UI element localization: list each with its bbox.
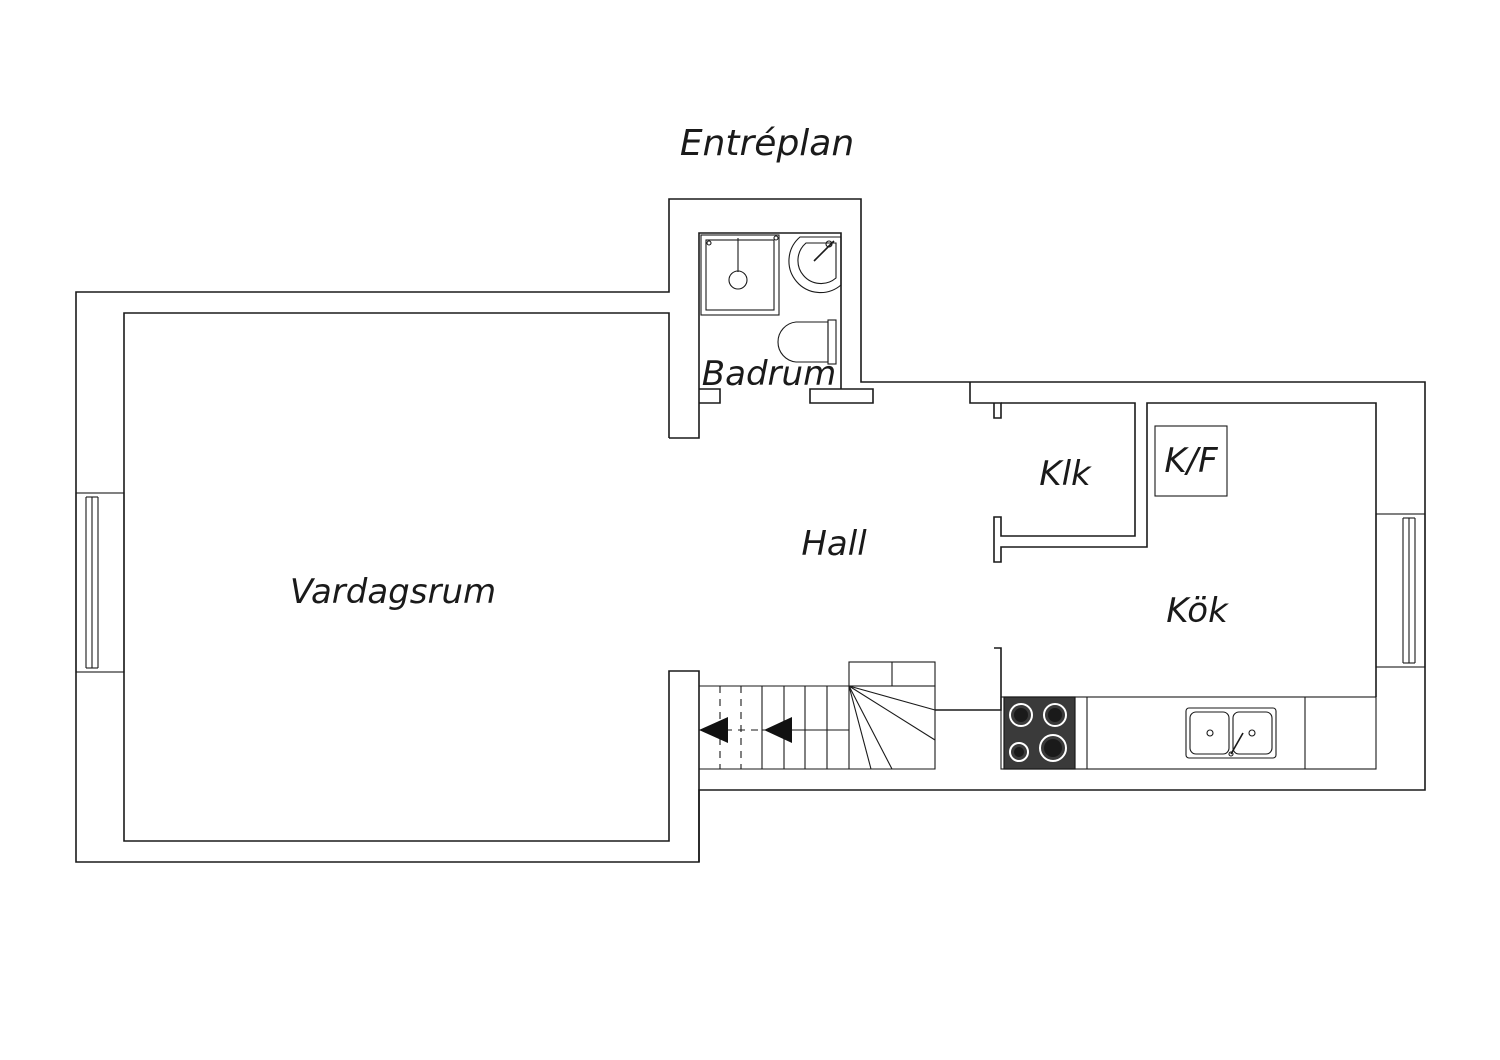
stair-arrow-icon [699,717,728,743]
hall-partitions [935,382,1377,711]
room-label-closet: Klk [1039,454,1092,494]
kitchen-window [1375,513,1426,668]
room-label-hall: Hall [801,524,867,564]
shower-icon [700,234,780,316]
room-label-living: Vardagsrum [290,572,496,612]
bathroom: Badrum [669,232,874,439]
room-label-kitchen: Kök [1166,591,1229,631]
kitchen: K/F Kök [1000,425,1426,770]
toilet-icon [777,319,837,365]
living-room-window [75,492,125,673]
living-room: Vardagsrum [75,312,700,862]
kitchen-counter [1000,696,1377,770]
outer-walls [75,198,1426,863]
plan-title: Entréplan [680,123,854,164]
room-label-fridge: K/F [1164,441,1218,481]
stove-icon [1003,696,1076,770]
sink-icon [1185,707,1277,759]
washbasin-icon [788,236,842,294]
room-label-bathroom: Badrum [702,354,836,394]
stair-arrow-icon [764,717,792,743]
fridge-freezer-icon [1154,425,1228,497]
staircase [699,661,936,770]
